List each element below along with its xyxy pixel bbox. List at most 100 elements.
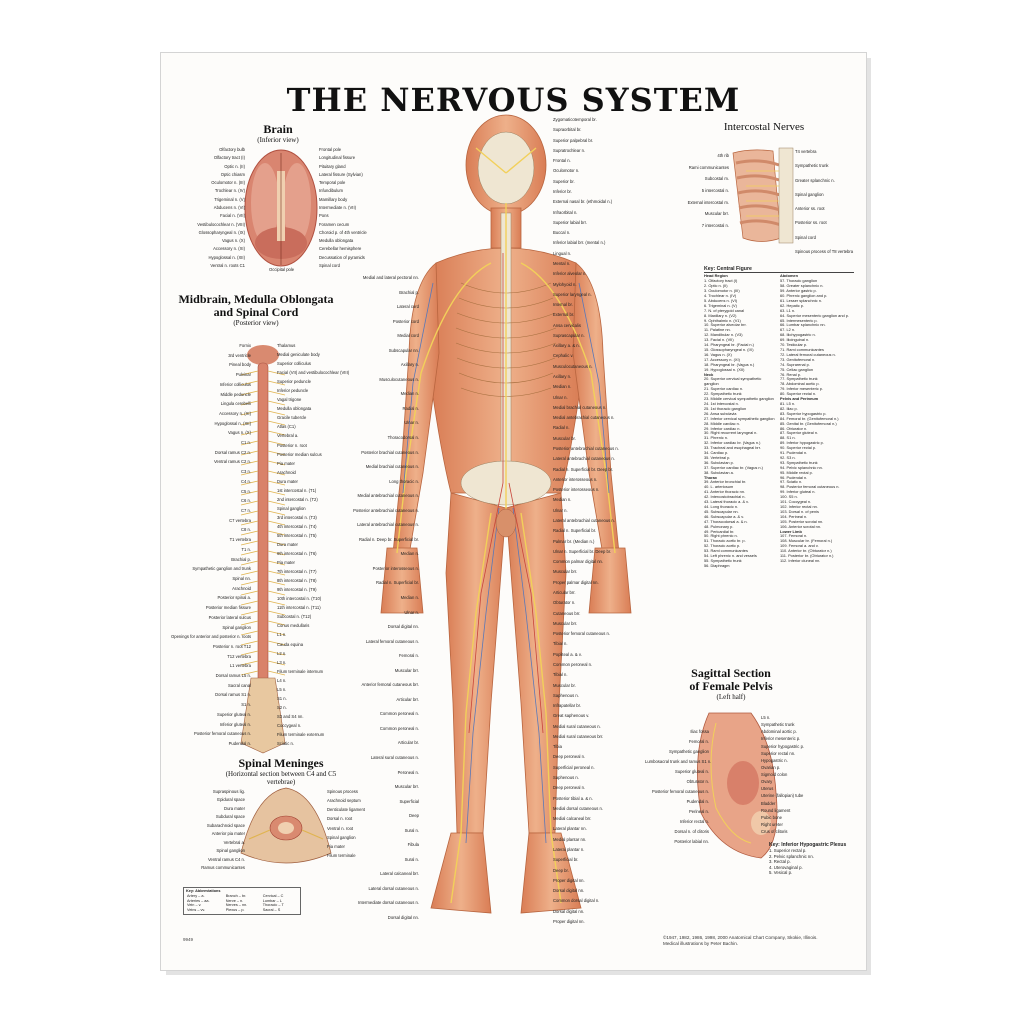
spinal-nerve — [240, 380, 259, 386]
spinal-nerve — [240, 560, 259, 566]
key-item: 45. Subscapular nn. — [704, 508, 739, 514]
key-item: 26. Ansa subclavia — [704, 410, 737, 416]
figure-labels-right-item: Proper digital nn. — [553, 919, 585, 924]
key-item: 4. Uterovaginal p. — [769, 864, 803, 870]
figure-labels-right-item: Posterior interosseous n. — [553, 487, 600, 493]
key-item: 73. Genitofemoral n. — [780, 356, 816, 362]
brain-labels-left-item: Vestibulocochlear n. (VIII) — [197, 221, 245, 227]
brain-labels-left-item: Abducens n. (VI) — [213, 205, 245, 210]
figure-labels-right-item: Infrapatellar br. — [553, 703, 581, 709]
key-central-title: Key: Central Figure — [704, 266, 854, 274]
figure-labels-right-item: Posterior femoral cutaneous n. — [553, 631, 611, 637]
figure-labels-left-item: Brachial p. — [399, 289, 419, 295]
key-item: 84. Femoral br. (Genitofemoral n.) — [780, 415, 839, 421]
brain-labels-right-item: Longitudinal fissure — [319, 155, 356, 161]
figure-labels-right-item: Musculocutaneous n. — [553, 363, 593, 369]
figure-labels-left-item: Radial n. Deep br. Superficial br. — [358, 536, 419, 542]
key-item: 71. Rami communicantes — [780, 347, 824, 352]
meninges-labels-left-item: Spinal ganglion — [216, 848, 245, 854]
pelvis-labels-left-item: Iliac fossa — [690, 729, 709, 734]
pelvis-labels-right-item: Right ureter — [761, 821, 783, 827]
meninges-labels-left-item: Dura mater — [224, 805, 245, 811]
figure-labels-left-item: Subscapular nn. — [388, 347, 419, 353]
cord-labels-right-item: 1st intercostal n. (T1) — [277, 487, 317, 493]
figure-labels-left-item: Sural n. — [404, 856, 419, 862]
figure-labels-right-item: Cutaneous brr. — [553, 610, 581, 616]
figure-labels-right-item: Deep br. — [553, 867, 569, 873]
cord-labels-right-item: 3rd intercostal n. (T3) — [277, 514, 317, 520]
spinal-nerve — [240, 460, 259, 466]
cord-labels-right-item: L2 n. — [277, 650, 287, 656]
spinal-nerve — [240, 600, 259, 606]
cord-labels-left-item: T1 vertebra — [229, 537, 251, 543]
key-item: 70. Testicular p. — [780, 342, 808, 348]
spinal-nerve — [240, 590, 259, 596]
figure-labels-left-item: Median n. — [400, 391, 419, 397]
key-item: 27. Inferior cervical sympathetic gangli… — [704, 415, 775, 421]
figure-labels-right-item: Buccal n. — [553, 230, 571, 236]
meninges-labels-left-item: Subdural space — [215, 814, 245, 820]
cord-labels-left-item: C1 n. — [240, 440, 251, 446]
figure-labels-left-item: Medial cord — [397, 333, 419, 339]
key-item: 78. Abdominal aortic p. — [780, 381, 820, 387]
figure-labels-right-item: Medial dorsal cutaneous n. — [553, 805, 604, 811]
brain-labels-left-item: Vagus n. (X) — [222, 238, 245, 244]
key-item: 99. Inferior gluteal n. — [780, 489, 816, 495]
key-heading: Pelvis and Perineum — [780, 396, 819, 402]
key-item: 48. Pulmonary p. — [704, 523, 734, 529]
cord-labels-left-item: Dorsal ramus C2 n. — [214, 449, 251, 455]
figure-labels-right-item: External nasal br. (ethmoidal n.) — [553, 199, 613, 205]
figure-labels-left-item: Musculocutaneous n. — [379, 376, 419, 382]
figure-labels-right-item: Ulnar n. — [553, 394, 568, 400]
figure-labels-right-item: Axillary n. — [553, 374, 572, 380]
key-item: 42. Intercostobrachial n. — [704, 494, 746, 500]
brain-labels-left-item: Trigeminal n. (V) — [214, 196, 245, 202]
brain-labels-right-item: Intermediate n. (VII) — [319, 205, 357, 210]
pelvis-labels-right-item: Uterus — [761, 786, 774, 792]
spinal-nerve — [240, 390, 259, 396]
figure-labels-right-item: Palmar br. (Median n.) — [553, 538, 595, 544]
spinal-nerve — [240, 570, 259, 576]
figure-labels-right-item: Superior palpebral br. — [553, 137, 594, 143]
intercostal-labels-left-item: 5 intercostal n. — [701, 188, 729, 193]
figure-labels-right-item: Proper digital nn. — [553, 877, 585, 883]
pelvis-labels-right-item: Uterine (fallopian) tube — [761, 793, 804, 799]
meninges-labels-left-item: Epidural space — [217, 797, 245, 803]
figure-labels-left-item: Radial n. — [402, 405, 419, 411]
figure-labels-right-item: Zygomaticotemporal br. — [553, 117, 597, 122]
cord-labels-right-item: Inferior peduncle — [277, 388, 309, 394]
figure-labels-right-item: Mylohyoid n. — [553, 281, 577, 287]
key-item: 104. Perineal n. — [780, 513, 808, 519]
cord-labels-left-item: Posterior n. root T12 — [212, 643, 251, 649]
abbreviation-cell: Cervical – C — [262, 893, 284, 898]
meninges-labels-left-item: Anterior pia mater — [211, 831, 245, 837]
brain-labels-right-item: Mamillary body — [319, 196, 348, 202]
abbreviation-row: Veins – vv.Plexus – p.Sacral – S — [186, 908, 298, 913]
figure-labels-left-item: Intermediate dorsal cutaneous n. — [358, 900, 419, 906]
spinal-nerve — [267, 370, 286, 376]
key-item: 3. Oculomotor n. (III) — [704, 288, 740, 294]
abbreviation-cell: Nerve – n. — [225, 898, 244, 903]
figure-labels-right-item: Anterior interosseous n. — [553, 476, 598, 482]
key-item: 10. Superior alveolar brr. — [704, 322, 747, 328]
intercostal-labels-left-item: Subcostal m. — [704, 176, 729, 182]
cord-labels-left-item: Vagus n. (X) — [228, 430, 251, 436]
key-item: 46. Subscapular a. & v. — [704, 513, 744, 519]
figure-labels-left-item: Articular br. — [397, 740, 419, 746]
figure-labels-right-item: Medial calcaneal brr. — [553, 816, 592, 822]
brain-labels-right-item: Medulla oblongata — [319, 238, 354, 244]
key-item: 62. Hepatic p. — [780, 302, 805, 308]
key-item: 96. Pudendal n. — [780, 474, 808, 480]
spinal-nerve — [267, 520, 286, 526]
abbreviations-title: Key: Abbreviations — [186, 889, 221, 893]
cord-labels-right-item: 11th intercostal n. (T11) — [277, 605, 321, 611]
cord-labels-left-item: C5 n. — [240, 488, 251, 494]
figure-labels-right-item: Common palmar digital nn. — [553, 559, 604, 565]
spinal-nerve — [267, 490, 286, 496]
abbreviation-cell: Lumbar – L — [262, 898, 282, 903]
key-item: 12. Mandibular n. (V3) — [704, 332, 743, 338]
key-item: 7. N. of pterygoid canal — [704, 307, 745, 313]
figure-labels-left-item: Lateral dorsal cutaneous n. — [368, 885, 419, 891]
key-item: 43. Lateral thoracic a. & v. — [704, 499, 749, 505]
pelvis-labels-right-item: Round ligament — [761, 807, 791, 813]
